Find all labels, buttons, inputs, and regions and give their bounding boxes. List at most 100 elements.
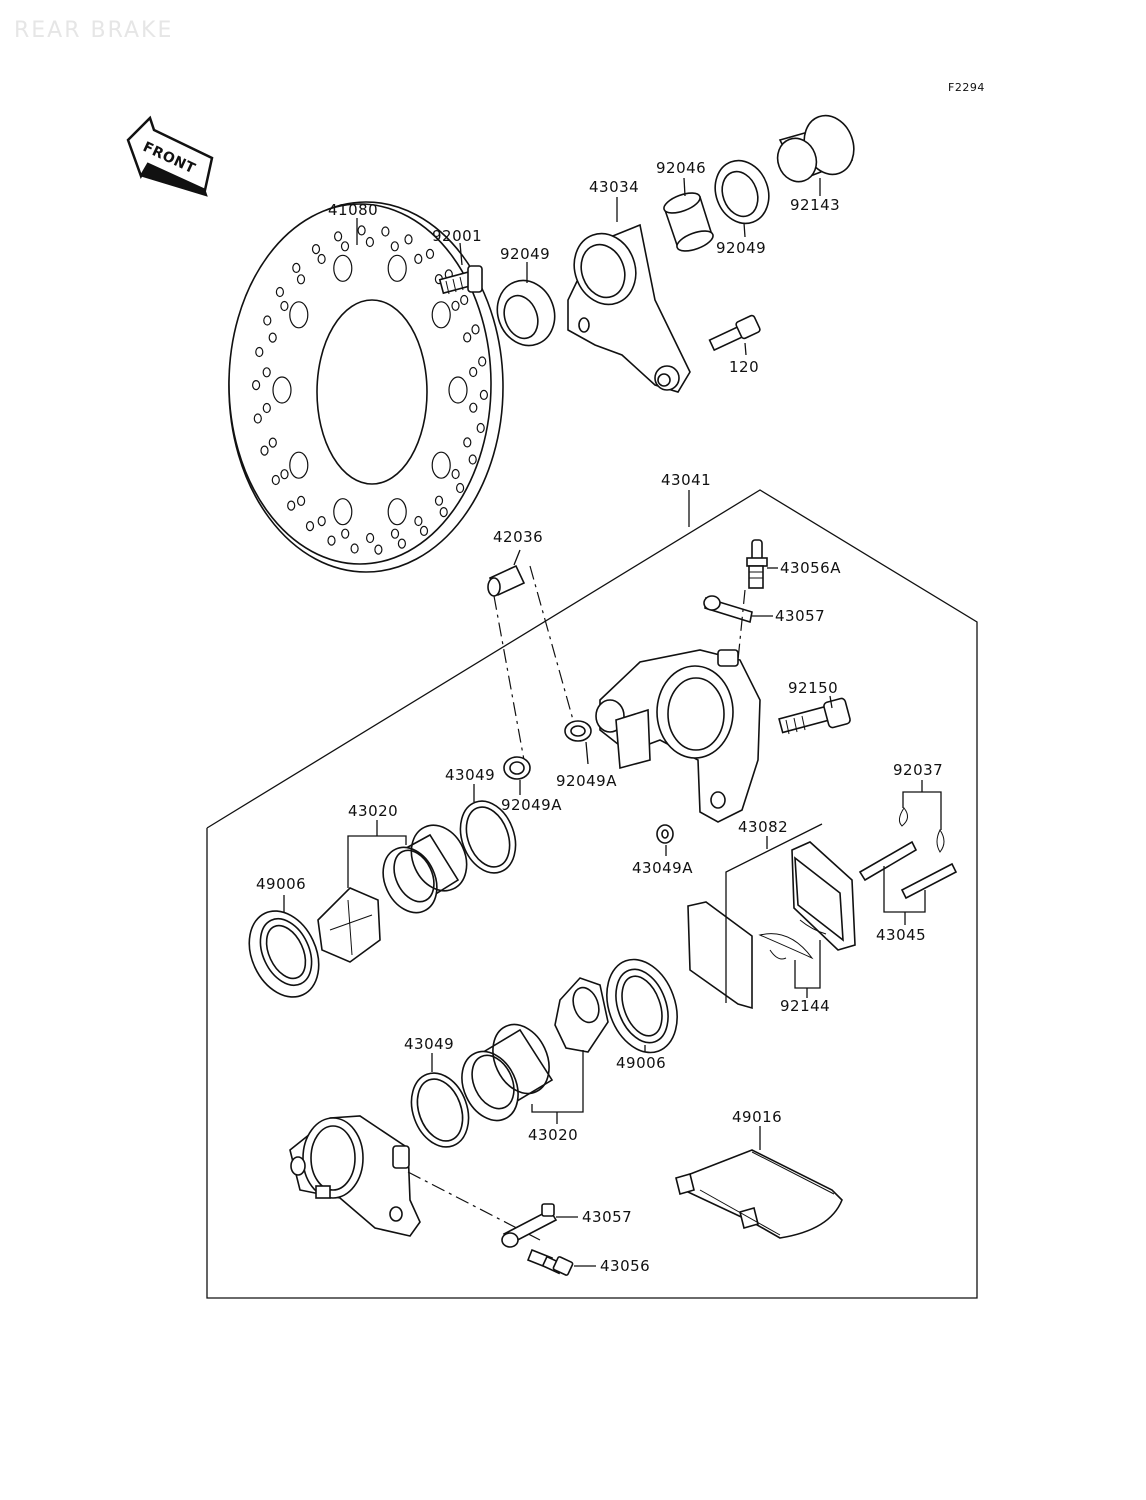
label-43057-top: 43057 — [775, 607, 825, 625]
disc-hole — [381, 226, 390, 237]
disc-hole — [439, 506, 448, 518]
label-92049-right: 92049 — [716, 239, 766, 257]
disc-hole — [333, 498, 353, 526]
front-arrow-icon: FRONT — [126, 115, 214, 197]
disc-hole — [305, 520, 315, 532]
disc-hole — [451, 468, 460, 480]
ring-92049a-upper-drawing — [564, 720, 592, 742]
bleeder-43056a-drawing — [746, 539, 768, 589]
disc-hole — [374, 544, 383, 555]
disc-hole — [252, 380, 261, 391]
caliper-assembly-outline — [206, 489, 978, 1299]
disc-hole — [340, 241, 350, 252]
label-49016: 49016 — [732, 1108, 782, 1126]
ring-43049a-drawing — [656, 824, 674, 844]
disc-hole — [414, 253, 423, 264]
label-92143: 92143 — [790, 196, 840, 214]
disc-hole — [434, 495, 444, 506]
disc-hole — [272, 376, 292, 404]
boot-43020-lower-drawing — [554, 977, 609, 1053]
disc-hole — [365, 236, 374, 248]
spring-92037-drawing — [898, 807, 945, 853]
disc-hole — [280, 300, 289, 312]
disc-hole — [275, 286, 284, 298]
label-92150: 92150 — [788, 679, 838, 697]
label-43034: 43034 — [589, 178, 639, 196]
disc-hole — [479, 389, 488, 400]
disc-hole — [263, 315, 272, 326]
disc-hole — [341, 528, 350, 539]
disc-hole — [404, 234, 413, 245]
caliper-body-upper-drawing — [595, 649, 761, 823]
bolt-92001-drawing — [438, 265, 483, 295]
disc-hole — [327, 535, 336, 546]
seal-49006-right-drawing — [606, 958, 678, 1054]
disc-hole — [292, 262, 301, 273]
label-43045: 43045 — [876, 926, 926, 944]
label-43056: 43056 — [600, 1257, 650, 1275]
label-43020-upper: 43020 — [348, 802, 398, 820]
disc-hole — [253, 413, 262, 424]
disc-hole — [289, 451, 309, 479]
disc-hole — [476, 422, 485, 434]
disc-hole — [297, 495, 306, 506]
disc-hole — [268, 437, 277, 448]
disc-hole — [463, 332, 472, 343]
disc-hole — [262, 402, 271, 414]
pins-43045-drawing — [858, 840, 958, 900]
label-43020-lower: 43020 — [528, 1126, 578, 1144]
disc-hole — [268, 332, 277, 343]
disc-hole — [390, 241, 399, 252]
disc-hole — [425, 248, 435, 259]
bolt-120-drawing — [708, 314, 761, 352]
disc-hole — [334, 231, 343, 242]
label-43082: 43082 — [738, 818, 788, 836]
disc-hole — [262, 367, 271, 378]
disc-hole — [387, 498, 407, 526]
seal-43049-lower-drawing — [410, 1072, 470, 1148]
disc-hole — [357, 225, 366, 236]
bolt-92150-drawing — [778, 697, 851, 735]
disc-hole — [469, 402, 478, 413]
disc-hole — [280, 469, 289, 480]
disc-hole — [387, 254, 407, 282]
label-92001: 92001 — [432, 227, 482, 245]
label-42036: 42036 — [493, 528, 543, 546]
disc-hole — [296, 274, 306, 285]
disc-hole — [448, 376, 468, 404]
disc-hole — [333, 254, 353, 282]
label-92049a-upper: 92049A — [556, 772, 617, 790]
label-92037: 92037 — [893, 761, 943, 779]
seal-49006-left-drawing — [248, 910, 320, 998]
collar-92143-drawing — [776, 114, 855, 183]
disc-hole — [397, 538, 406, 549]
label-43049-upper: 43049 — [445, 766, 495, 784]
disc-hole — [289, 301, 309, 329]
seal-43049-upper-drawing — [459, 800, 517, 874]
caliper-body-lower-drawing — [289, 1115, 421, 1237]
disc-hole — [317, 515, 326, 527]
disc-hole — [463, 437, 472, 448]
collar-92049-top-drawing — [496, 279, 556, 347]
collar-92049-right-drawing — [714, 159, 770, 225]
disc-hole — [350, 543, 359, 554]
sleeve-92046-drawing — [663, 192, 714, 252]
disc-hole — [471, 324, 480, 335]
label-43056a: 43056A — [780, 559, 841, 577]
pin-42036-drawing — [487, 564, 526, 597]
spring-92144-drawing — [758, 919, 827, 960]
label-43057-bottom: 43057 — [582, 1208, 632, 1226]
disc-hole — [287, 500, 296, 511]
brake-disc-drawing — [228, 201, 504, 573]
boot-43020-upper-drawing — [317, 887, 381, 963]
label-92049-top: 92049 — [500, 245, 550, 263]
disc-hole — [419, 525, 429, 537]
ring-92049a-lower-drawing — [503, 756, 531, 780]
disc-hole — [317, 253, 326, 265]
disc-hole — [456, 482, 465, 494]
label-92144: 92144 — [780, 997, 830, 1015]
figure-code: F2294 — [948, 81, 985, 94]
disc-hole — [390, 528, 400, 539]
bleeder-43056-drawing — [526, 1248, 574, 1276]
